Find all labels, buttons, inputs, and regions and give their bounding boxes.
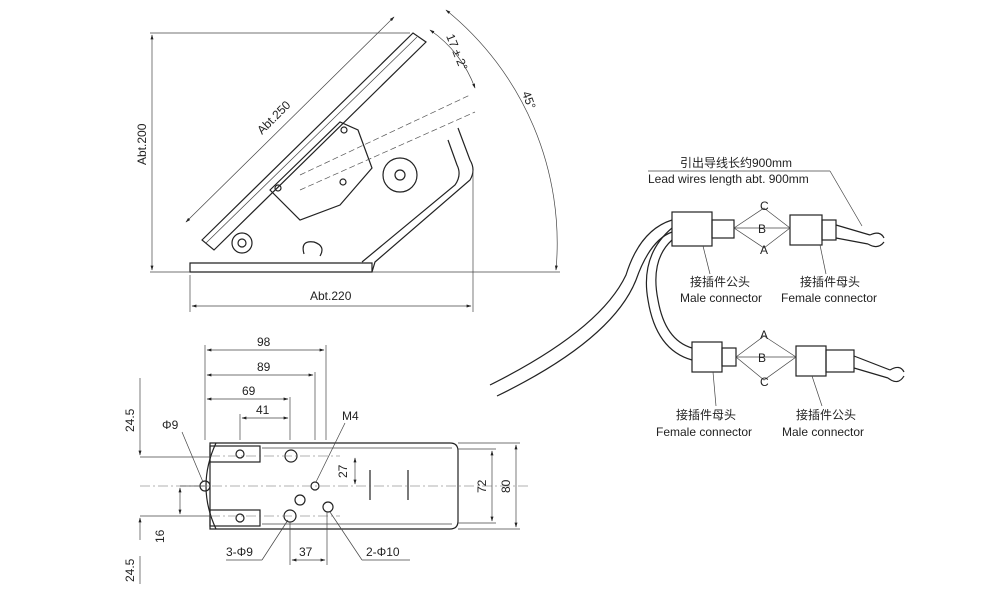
tilt-label: 17 ± 2° <box>443 32 470 73</box>
top-male-connector <box>671 211 713 247</box>
top-female-cn: 接插件母头 <box>800 274 860 289</box>
top-male-en: Male connector <box>680 291 762 305</box>
dim-80: 80 <box>499 479 513 493</box>
length-label: Abt.250 <box>254 98 293 137</box>
height-label: Abt.200 <box>135 123 149 165</box>
dim-89: 89 <box>257 360 271 374</box>
wiring-diagram: C B A 引出导线长约900mm Lead wires length abt.… <box>489 155 905 439</box>
bottom-male-connector <box>795 345 827 377</box>
dim-27: 27 <box>336 464 350 478</box>
lead-label-cn: 引出导线长约900mm <box>680 155 792 170</box>
dim-98: 98 <box>257 335 271 349</box>
top-letter-b: B <box>758 222 766 236</box>
bottom-letter-b: B <box>758 351 766 365</box>
dim-72: 72 <box>475 479 489 493</box>
bottom-female-connector <box>691 341 723 373</box>
side-view: Abt.200 Abt.250 Abt.220 17 ± 2° 45° <box>135 9 560 312</box>
bottom-holes-right: 2-Φ10 <box>366 545 400 559</box>
width-label: Abt.220 <box>310 289 352 303</box>
left-dim-16: 16 <box>153 529 167 543</box>
bottom-letter-c: C <box>760 375 769 389</box>
angle-label: 45° <box>519 89 538 111</box>
top-male-cn: 接插件公头 <box>690 274 750 289</box>
thread-label: M4 <box>342 409 359 423</box>
bottom-male-cn: 接插件公头 <box>796 407 856 422</box>
bottom-letter-a: A <box>760 328 768 342</box>
dim-37: 37 <box>299 545 313 559</box>
lead-label-en: Lead wires length abt. 900mm <box>648 172 809 186</box>
top-female-en: Female connector <box>781 291 877 305</box>
left-dim-bottom: 24.5 <box>123 558 137 582</box>
bottom-male-en: Male connector <box>782 425 864 439</box>
hole-label: Φ9 <box>162 418 179 432</box>
top-letter-a: A <box>760 243 768 257</box>
top-letter-c: C <box>760 199 769 213</box>
top-female-connector <box>789 214 823 246</box>
top-view: 98 89 69 41 24.5 16 24.5 Φ9 M4 27 72 80 <box>123 335 530 584</box>
bottom-female-cn: 接插件母头 <box>676 407 736 422</box>
dim-69: 69 <box>242 384 256 398</box>
bottom-female-en: Female connector <box>656 425 752 439</box>
dim-41: 41 <box>256 403 270 417</box>
left-dim-top: 24.5 <box>123 408 137 432</box>
bottom-holes-left: 3-Φ9 <box>226 545 253 559</box>
